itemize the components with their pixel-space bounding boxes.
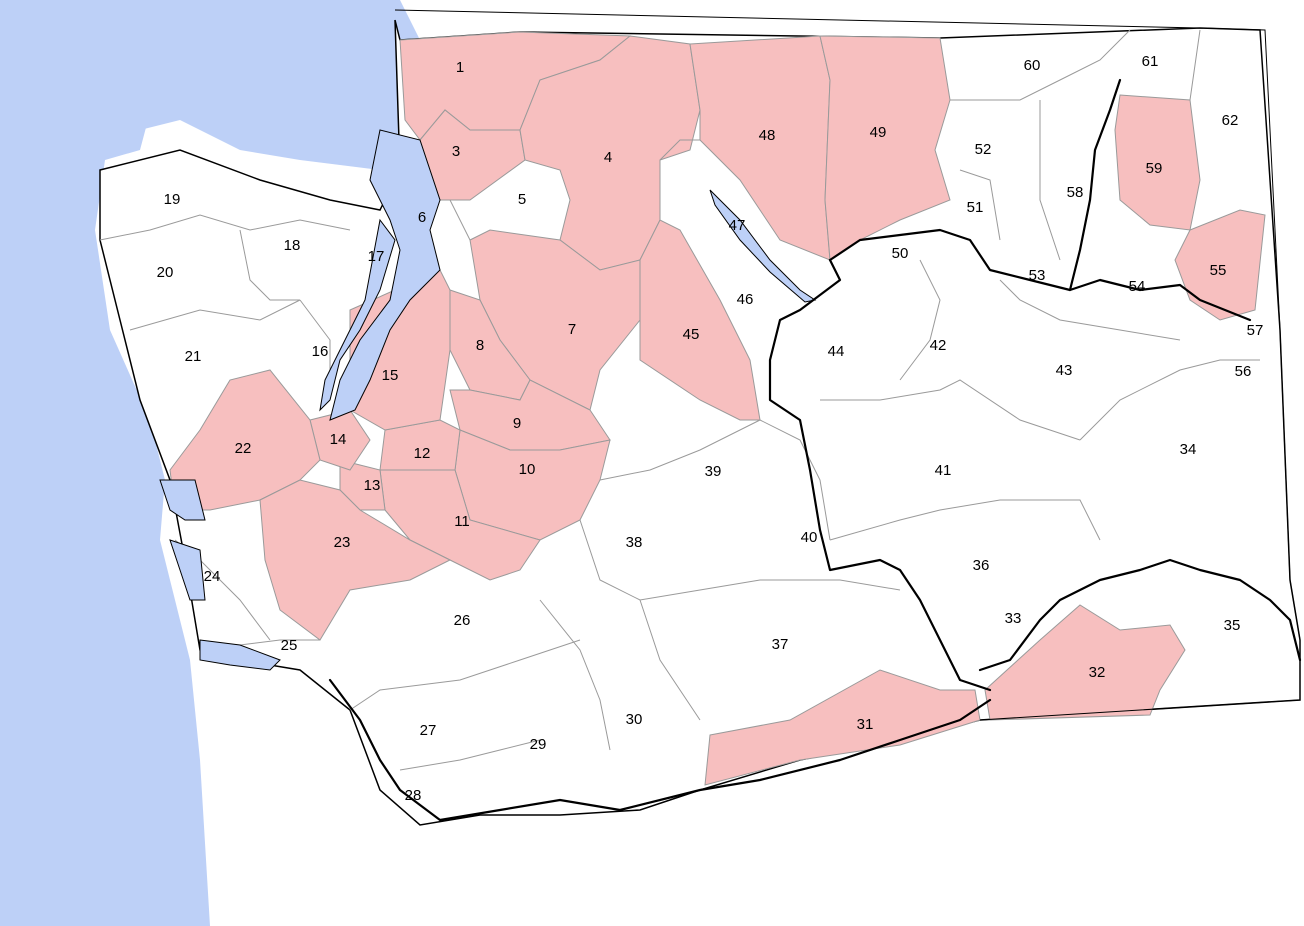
region-label-40: 40 — [801, 529, 818, 546]
columbia-estuary — [199, 639, 281, 671]
highlighted-regions — [169, 31, 1266, 786]
region-label-25: 25 — [281, 637, 298, 654]
region-label-43: 43 — [1056, 362, 1073, 379]
region-label-55: 55 — [1210, 262, 1227, 279]
region-49[interactable] — [819, 35, 951, 261]
region-label-18: 18 — [284, 237, 301, 254]
region-label-1: 1 — [456, 59, 464, 76]
region-label-56: 56 — [1235, 363, 1252, 380]
region-label-27: 27 — [420, 722, 437, 739]
region-label-30: 30 — [626, 711, 643, 728]
region-label-22: 22 — [235, 440, 252, 457]
region-label-9: 9 — [513, 415, 521, 432]
region-label-41: 41 — [935, 462, 952, 479]
region-label-49: 49 — [870, 124, 887, 141]
region-label-24: 24 — [204, 568, 221, 585]
lake-chelan — [709, 189, 817, 303]
region-label-33: 33 — [1005, 610, 1022, 627]
region-label-52: 52 — [975, 141, 992, 158]
region-label-7: 7 — [568, 321, 576, 338]
region-label-5: 5 — [518, 191, 526, 208]
region-label-46: 46 — [737, 291, 754, 308]
region-label-62: 62 — [1222, 112, 1239, 129]
inland-water — [159, 129, 817, 671]
region-label-19: 19 — [164, 191, 181, 208]
region-label-58: 58 — [1067, 184, 1084, 201]
region-label-35: 35 — [1224, 617, 1241, 634]
region-label-45: 45 — [683, 326, 700, 343]
region-11[interactable] — [379, 469, 541, 581]
strait-of-juan-de-fuca — [0, 0, 440, 190]
region-label-14: 14 — [330, 431, 347, 448]
region-label-12: 12 — [414, 445, 431, 462]
region-label-29: 29 — [530, 736, 547, 753]
region-31[interactable] — [704, 669, 981, 786]
region-label-4: 4 — [604, 149, 612, 166]
region-label-54: 54 — [1129, 278, 1146, 295]
region-23[interactable] — [259, 479, 452, 641]
region-label-50: 50 — [892, 245, 909, 262]
region-label-26: 26 — [454, 612, 471, 629]
region-label-51: 51 — [967, 199, 984, 216]
region-59[interactable] — [1114, 94, 1201, 231]
region-label-8: 8 — [476, 337, 484, 354]
region-label-38: 38 — [626, 534, 643, 551]
region-label-13: 13 — [364, 477, 381, 494]
region-label-37: 37 — [772, 636, 789, 653]
region-label-15: 15 — [382, 367, 399, 384]
willapa-bay — [159, 479, 206, 521]
region-label-23: 23 — [334, 534, 351, 551]
region-4[interactable] — [519, 35, 701, 271]
region-label-10: 10 — [519, 461, 536, 478]
region-label-59: 59 — [1146, 160, 1163, 177]
pacific-ocean — [0, 0, 210, 926]
region-32[interactable] — [984, 604, 1186, 721]
region-label-34: 34 — [1180, 441, 1197, 458]
region-label-47: 47 — [729, 217, 746, 234]
region-label-57: 57 — [1247, 322, 1264, 339]
region-label-6: 6 — [418, 209, 426, 226]
major-rivers — [328, 78, 1302, 822]
region-label-60: 60 — [1024, 57, 1041, 74]
region-15[interactable] — [349, 269, 451, 431]
region-label-32: 32 — [1089, 664, 1106, 681]
region-label-42: 42 — [930, 337, 947, 354]
region-label-28: 28 — [405, 787, 422, 804]
region-label-11: 11 — [454, 513, 470, 530]
region-label-39: 39 — [705, 463, 722, 480]
region-label-31: 31 — [857, 716, 874, 733]
region-label-61: 61 — [1142, 53, 1159, 70]
region-label-20: 20 — [157, 264, 174, 281]
state-border — [394, 9, 1301, 721]
hood-canal — [319, 218, 396, 412]
region-label-21: 21 — [185, 348, 202, 365]
puget-sound — [329, 129, 441, 421]
region-label-3: 3 — [452, 143, 460, 160]
region-45[interactable] — [639, 219, 761, 421]
grays-harbor — [169, 539, 206, 601]
region-label-36: 36 — [973, 557, 990, 574]
region-label-16: 16 — [312, 343, 329, 360]
region-label-48: 48 — [759, 127, 776, 144]
region-label-44: 44 — [828, 343, 845, 360]
region-label-53: 53 — [1029, 267, 1046, 284]
region-13[interactable] — [339, 459, 386, 511]
region-label-17: 17 — [368, 248, 385, 265]
